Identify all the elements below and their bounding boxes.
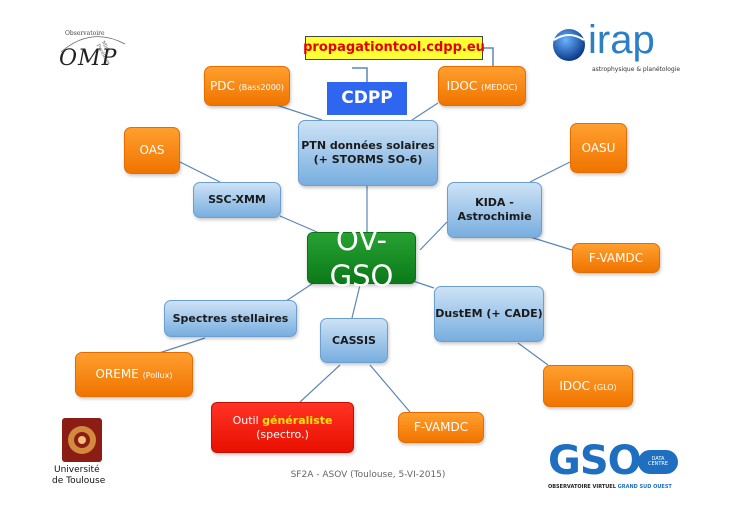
- spectres-label: Spectres stellaires: [172, 311, 289, 325]
- link-ptn-idoc: [411, 102, 439, 121]
- irap-subtitle: astrophysique & planétologie: [592, 66, 681, 73]
- link-dustem-idocglo: [517, 342, 549, 366]
- omp-logo-graphic: [60, 36, 126, 53]
- ov-gso-label: OV-GSO: [329, 222, 394, 293]
- kida-line2: Astrochimie: [457, 210, 532, 223]
- node-fvamdc-right: F-VAMDC: [572, 243, 660, 273]
- cassis-label: CASSIS: [332, 333, 376, 347]
- fvamdc-bottom-label: F-VAMDC: [413, 420, 469, 434]
- oreme-label: OREME: [95, 367, 139, 381]
- omp-arc: [60, 36, 126, 53]
- outil-line2: (spectro.): [256, 427, 309, 441]
- outil-highlight: généraliste: [262, 413, 333, 427]
- dustem-label: DustEM (+ CADE): [435, 307, 543, 321]
- link-cassis-fvamdc: [369, 364, 411, 413]
- irap-logo: irap astrophysique & planétologie: [548, 18, 684, 80]
- link-center-cassis: [351, 284, 361, 319]
- ptn-line2: (+ STORMS SO-6): [313, 153, 423, 166]
- oreme-sublabel: (Pollux): [142, 371, 173, 380]
- idoc-sublabel: (MEDOC): [481, 82, 518, 92]
- oasu-label: OASU: [581, 140, 616, 155]
- node-pdc: PDC (Bass2000): [204, 66, 290, 106]
- univ-line1: Université: [54, 465, 100, 475]
- node-oasu: OASU: [570, 123, 627, 173]
- ptn-line1: PTN données solaires: [301, 139, 435, 153]
- link-ssc-oas: [179, 161, 221, 183]
- omp-arc-text: Observatoire: [65, 30, 105, 37]
- url-banner[interactable]: propagationtool.cdpp.eu: [303, 36, 485, 60]
- bracket-url-right: [482, 47, 494, 68]
- pdc-label: PDC: [209, 78, 235, 93]
- idoc-glo-sublabel: (GLO): [593, 382, 617, 392]
- url-text: propagationtool.cdpp.eu: [303, 39, 485, 55]
- gso-badge-line2: CENTRE: [647, 461, 669, 467]
- omp-logo: Observatoire Midi-Pyrénées OMP: [55, 28, 135, 76]
- node-dustem: DustEM (+ CADE): [434, 286, 544, 342]
- cdpp-box: CDPP: [327, 82, 407, 115]
- omp-text: OMP: [59, 46, 118, 71]
- link-cassis-outil: [299, 364, 341, 403]
- irap-text: irap: [588, 18, 655, 62]
- gso-badge-line1: DATA: [651, 455, 665, 462]
- node-outil-generaliste: Outil généraliste (spectro.): [211, 402, 354, 453]
- ssc-xmm-label: SSC-XMM: [208, 193, 266, 207]
- node-spectres: Spectres stellaires: [164, 300, 297, 337]
- node-cassis: CASSIS: [320, 318, 388, 363]
- univ-line2: de Toulouse: [52, 476, 106, 486]
- bracket-url-left: [352, 67, 368, 82]
- footer-text: SF2A - ASOV (Toulouse, 5-VI-2015): [290, 470, 446, 480]
- link-center-kida: [419, 221, 448, 251]
- link-kida-oasu: [529, 161, 571, 183]
- gso-text: GSO: [548, 438, 642, 484]
- gso-sub2: GRAND SUD OUEST: [617, 484, 672, 490]
- idoc-label: IDOC: [446, 78, 478, 93]
- kida-line1: KIDA -: [475, 196, 514, 210]
- irap-globe-icon: [553, 29, 585, 61]
- univ-emblem-icon: [62, 418, 102, 462]
- gso-subtitle: OBSERVATOIRE VIRTUEL GRAND SUD OUEST: [548, 484, 684, 490]
- gso-sub1: OBSERVATOIRE VIRTUEL: [548, 484, 618, 490]
- oas-label: OAS: [139, 143, 165, 157]
- node-fvamdc-bottom: F-VAMDC: [398, 412, 484, 443]
- univ-toulouse-logo: Université de Toulouse: [52, 418, 118, 496]
- node-idoc-glo: IDOC (GLO): [543, 365, 633, 407]
- pdc-sublabel: (Bass2000): [238, 82, 284, 92]
- node-idoc-medoc: IDOC (MEDOC): [438, 66, 526, 106]
- fvamdc-right-label: F-VAMDC: [588, 250, 644, 265]
- node-ov-gso: OV-GSO: [307, 223, 416, 293]
- link-kida-fvamdc: [529, 236, 573, 251]
- node-ptn: PTN données solaires (+ STORMS SO-6): [298, 120, 438, 186]
- outil-prefix: Outil: [232, 413, 263, 427]
- node-oreme: OREME (Pollux): [75, 352, 193, 397]
- node-ssc-xmm: SSC-XMM: [193, 182, 281, 218]
- cdpp-text: CDPP: [341, 87, 393, 108]
- gso-badge: DATA CENTRE: [638, 450, 678, 474]
- node-oas: OAS: [124, 127, 180, 174]
- node-kida: KIDA - Astrochimie: [447, 182, 542, 238]
- gso-logo: GSO DATA CENTRE OBSERVATOIRE VIRTUEL GRA…: [548, 438, 684, 496]
- idoc-glo-label: IDOC: [559, 378, 590, 393]
